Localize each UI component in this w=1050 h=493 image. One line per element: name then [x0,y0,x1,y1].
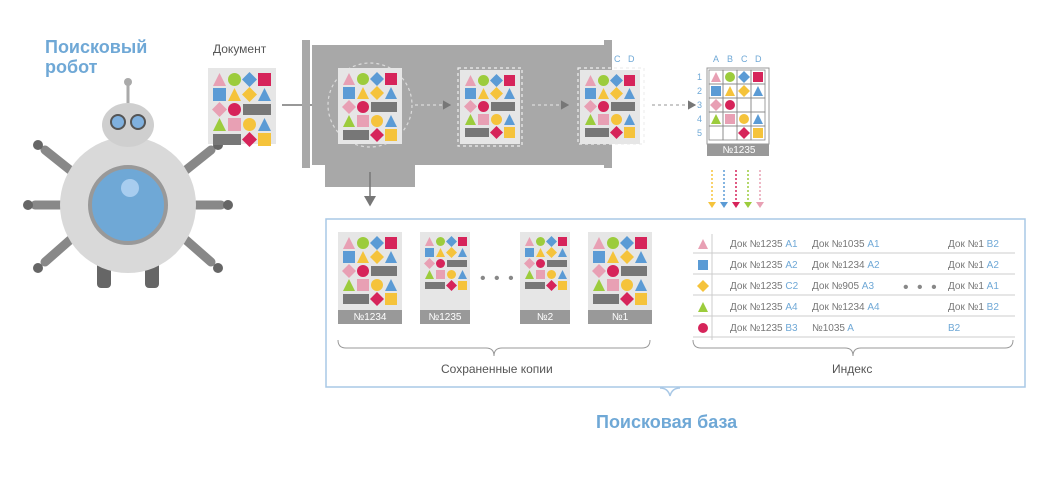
index-cell: Док №1235 A1 [730,239,798,250]
partial-col-d: D [628,54,635,64]
star-icon [697,280,709,292]
copy-number-1: №1 [611,312,629,323]
saved-copy [338,232,402,324]
robot [23,78,233,288]
index-cell-ref: A3 [861,281,875,292]
index-cell: Док №1234 A2 [812,260,880,271]
index-cell-ref: B2 [986,239,999,250]
index-cell-doc: Док №1234 [812,302,868,313]
search-base-box [325,218,1026,388]
index-cell-ref: B3 [785,323,798,334]
index-cell-ref: A [847,323,854,334]
index-cell: Док №1 A1 [948,281,999,292]
copy-number-2: №2 [536,312,554,323]
index-cell-ref: A2 [867,260,880,271]
copies-label: Сохраненные копии [441,362,553,376]
index-arrowhead [720,202,728,208]
index-cell: Док №1235 A2 [730,260,798,271]
index-label: Индекс [832,362,873,376]
index-cell-doc: Док №1 [948,239,987,250]
search-base-label: Поисковая база [596,412,738,432]
robot-title-line1: Поисковый [45,37,148,57]
matrix-row-1: 1 [697,72,703,82]
index-cell-ref: A2 [986,260,999,271]
matrix-col-a: A [713,54,720,64]
matrix-row-4: 4 [697,114,703,124]
index-cell-ref: C2 [785,281,799,292]
index-cell-ref: A1 [986,281,999,292]
square-icon [698,260,708,270]
index-cell: Док №1 B2 [948,239,999,250]
index-arrowhead [744,202,752,208]
index-cell-doc: Док №1035 [812,239,868,250]
index-cell: Док №1 A2 [948,260,999,271]
index-cell-ref: A1 [867,239,880,250]
index-cell: Док №1035 A1 [812,239,880,250]
document-label: Документ [213,42,267,56]
saved-copy [420,232,470,324]
matrix-col-d: D [755,54,762,64]
matrix-doc-number: №1235 [722,145,756,156]
index-cell-doc: Док №1235 [730,302,786,313]
saved-copy [588,232,652,324]
index-arrowhead [732,202,740,208]
index-cell-ref: A1 [785,239,798,250]
machine-stage-3-grid [580,70,640,144]
index-cell-doc: Док №1235 [730,323,786,334]
index-cell-doc: Док №1 [948,260,987,271]
index-cell-doc: Док №1 [948,302,987,313]
matrix-document [706,67,770,156]
matrix-row-3: 3 [697,100,703,110]
copy-number-1235: №1235 [428,312,462,323]
index-cell-ref: B2 [948,323,961,334]
index-cell: Док №905 A3 [812,281,874,292]
robot-title-line2: робот [45,57,98,77]
index-cell-doc: Док №1234 [812,260,868,271]
matrix-row-5: 5 [697,128,703,138]
matrix-row-2: 2 [697,86,703,96]
index-cell-ref: A4 [867,302,880,313]
index-cell: B2 [948,323,960,334]
index-cell: Док №1235 B3 [730,323,798,334]
index-cell-doc: Док №1235 [730,260,786,271]
triangle-icon [698,239,708,249]
machine-stage-1-document [338,68,402,144]
index-ellipsis: • • • [903,279,939,296]
index-arrowhead [708,202,716,208]
machine-stage-2-shapes [460,70,520,144]
index-arrowhead [756,202,764,208]
index-cell: Док №1235 C2 [730,281,798,292]
index-cell-ref: A4 [785,302,798,313]
index-cell: Док №1 B2 [948,302,999,313]
matrix-col-b: B [727,54,734,64]
index-cell-doc: Док №1235 [730,239,786,250]
copies-ellipsis: • • • [480,270,516,287]
index-cell-doc: Док №1 [948,281,987,292]
index-cell-doc: Док №905 [812,281,862,292]
partial-col-c: C [614,54,621,64]
copy-number-1234: №1234 [353,312,387,323]
index-cell: Док №1234 A4 [812,302,880,313]
circle-icon [698,323,708,333]
triangle-icon [698,302,708,312]
index-cell: №1035 A [812,323,854,334]
matrix-col-c: C [741,54,748,64]
index-cell: Док №1235 A4 [730,302,798,313]
index-cell-ref: B2 [986,302,999,313]
index-cell-ref: A2 [785,260,798,271]
index-cell-doc: №1035 [812,323,848,334]
index-cell-doc: Док №1235 [730,281,786,292]
saved-copy [520,232,570,324]
source-document [208,68,276,147]
